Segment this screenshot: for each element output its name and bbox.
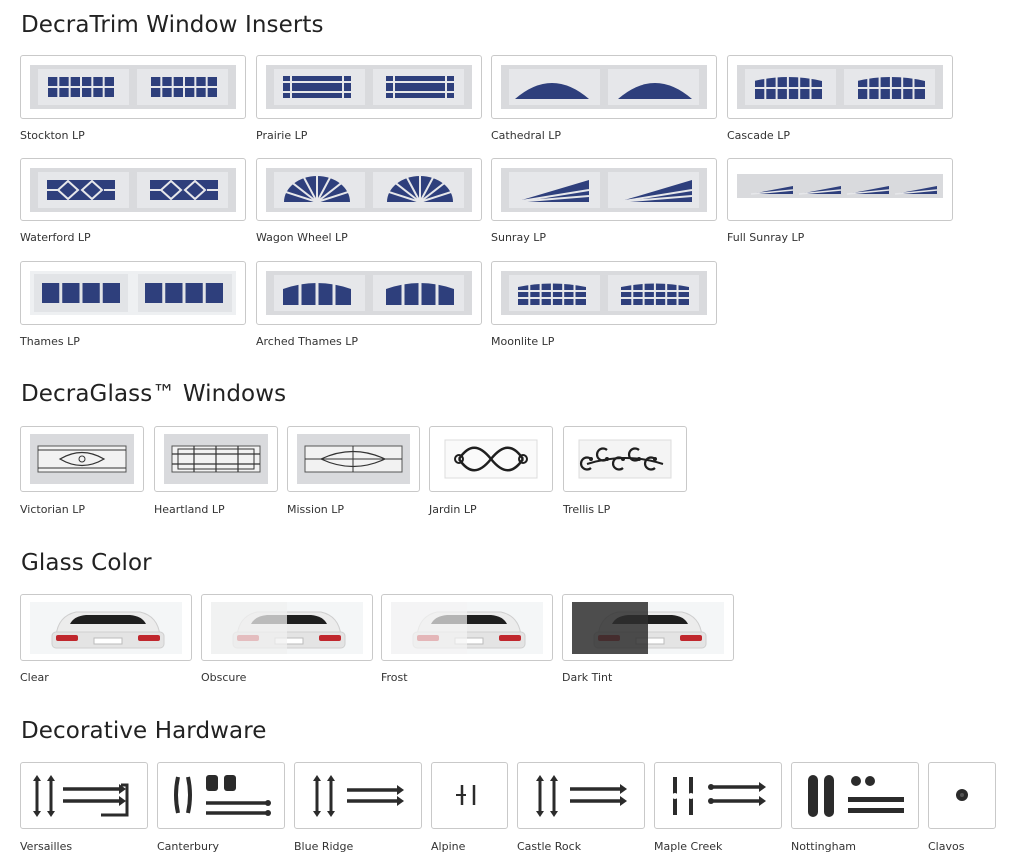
stockton-window-icon — [30, 65, 236, 109]
jardin-glass-icon — [439, 434, 543, 484]
car-rear-frost-icon — [391, 602, 543, 654]
option-label: Cascade LP — [727, 129, 790, 142]
car-rear-obscure-icon — [211, 602, 363, 654]
castle-rock-hardware-icon — [536, 775, 627, 817]
option-label: Jardin LP — [429, 503, 477, 516]
option-frost[interactable] — [381, 594, 553, 661]
victorian-glass-icon — [30, 434, 134, 484]
option-versailles[interactable] — [20, 762, 148, 829]
alpine-hardware-icon — [456, 785, 476, 805]
wagon-wheel-window-icon — [266, 168, 472, 212]
option-label: Obscure — [201, 671, 247, 684]
option-full-sunray[interactable] — [727, 158, 953, 221]
option-heartland[interactable] — [154, 426, 278, 492]
cascade-window-icon — [737, 65, 943, 109]
arched-thames-window-icon — [266, 271, 472, 315]
option-label: Stockton LP — [20, 129, 85, 142]
option-label: Waterford LP — [20, 231, 91, 244]
option-label: Blue Ridge — [294, 840, 354, 853]
option-moonlite[interactable] — [491, 261, 717, 325]
maple-creek-hardware-icon — [672, 777, 766, 815]
option-cascade[interactable] — [727, 55, 953, 119]
option-alpine[interactable] — [431, 762, 508, 829]
full-sunray-window-icon — [737, 174, 943, 198]
option-cathedral[interactable] — [491, 55, 717, 119]
option-waterford[interactable] — [20, 158, 246, 221]
sunray-window-icon — [501, 168, 707, 212]
option-maple-creek[interactable] — [654, 762, 782, 829]
section-title-glass-color: Glass Color — [21, 550, 152, 576]
option-label: Alpine — [431, 840, 466, 853]
option-prairie[interactable] — [256, 55, 482, 119]
option-label: Canterbury — [157, 840, 219, 853]
option-label: Cathedral LP — [491, 129, 562, 142]
thames-window-icon — [30, 271, 236, 315]
nottingham-hardware-icon — [808, 775, 904, 817]
option-clear[interactable] — [20, 594, 192, 661]
option-label: Trellis LP — [563, 503, 611, 516]
option-label: Heartland LP — [154, 503, 225, 516]
option-label: Sunray LP — [491, 231, 546, 244]
option-label: Versailles — [20, 840, 73, 853]
clavos-hardware-icon — [956, 789, 968, 801]
heartland-glass-icon — [164, 434, 268, 484]
option-nottingham[interactable] — [791, 762, 919, 829]
mission-glass-icon — [297, 434, 410, 484]
option-mission[interactable] — [287, 426, 420, 492]
option-obscure[interactable] — [201, 594, 373, 661]
prairie-window-icon — [266, 65, 472, 109]
option-sunray[interactable] — [491, 158, 717, 221]
option-blue-ridge[interactable] — [294, 762, 422, 829]
option-label: Full Sunray LP — [727, 231, 805, 244]
option-canterbury[interactable] — [157, 762, 285, 829]
option-thames[interactable] — [20, 261, 246, 325]
option-castle-rock[interactable] — [517, 762, 645, 829]
option-wagon-wheel[interactable] — [256, 158, 482, 221]
trellis-glass-icon — [573, 434, 677, 484]
option-label: Thames LP — [20, 335, 80, 348]
option-label: Moonlite LP — [491, 335, 555, 348]
blue-ridge-hardware-icon — [313, 775, 404, 817]
canterbury-hardware-icon — [174, 775, 271, 816]
versailles-hardware-icon — [33, 775, 129, 817]
car-rear-clear-icon — [30, 602, 182, 654]
option-arched-thames[interactable] — [256, 261, 482, 325]
moonlite-window-icon — [501, 271, 707, 315]
option-clavos[interactable] — [928, 762, 996, 829]
option-label: Nottingham — [791, 840, 857, 853]
cathedral-window-icon — [501, 65, 707, 109]
option-label: Prairie LP — [256, 129, 308, 142]
option-label: Castle Rock — [517, 840, 582, 853]
option-label: Frost — [381, 671, 408, 684]
car-rear-dark-tint-icon — [572, 602, 724, 654]
section-title-decraglass: DecraGlass™ Windows — [21, 381, 287, 407]
option-label: Victorian LP — [20, 503, 85, 516]
option-label: Maple Creek — [654, 840, 723, 853]
option-label: Clavos — [928, 840, 965, 853]
option-stockton[interactable] — [20, 55, 246, 119]
option-label: Wagon Wheel LP — [256, 231, 348, 244]
option-jardin[interactable] — [429, 426, 553, 492]
option-label: Dark Tint — [562, 671, 613, 684]
option-label: Mission LP — [287, 503, 345, 516]
option-trellis[interactable] — [563, 426, 687, 492]
section-title-hardware: Decorative Hardware — [21, 718, 267, 744]
section-title-decratrim: DecraTrim Window Inserts — [21, 12, 324, 38]
waterford-window-icon — [30, 168, 236, 212]
option-label: Arched Thames LP — [256, 335, 358, 348]
option-dark-tint[interactable] — [562, 594, 734, 661]
option-label: Clear — [20, 671, 49, 684]
option-victorian[interactable] — [20, 426, 144, 492]
